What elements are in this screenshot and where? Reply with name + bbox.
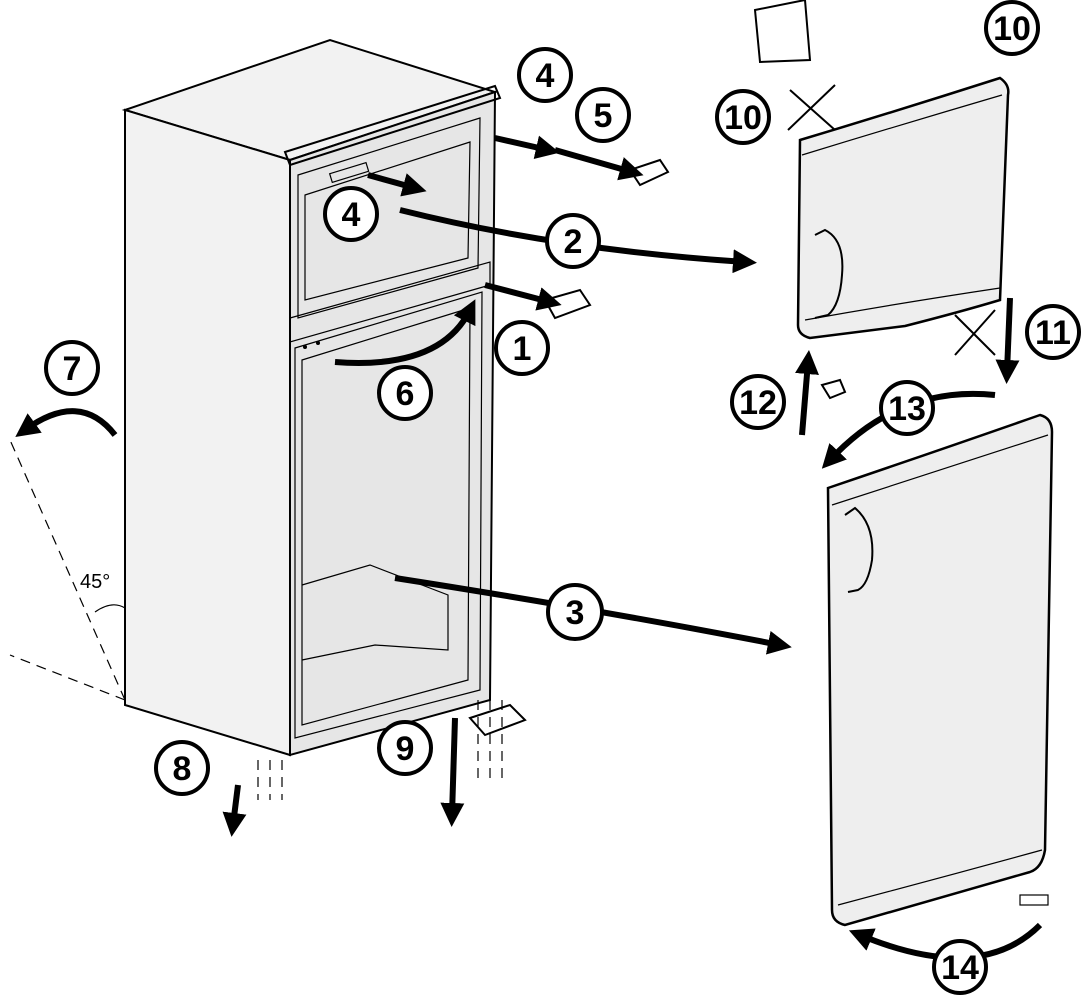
step-badge-3: 3 [546, 583, 604, 641]
lower-hinge-part [468, 703, 527, 737]
step-number: 14 [941, 949, 979, 987]
step-badge-7: 7 [44, 340, 100, 396]
angle-arc [94, 604, 126, 613]
cabinet-side [124, 108, 291, 757]
freezer-door-panel [796, 76, 1010, 340]
freezer-door-edge [801, 94, 1003, 156]
step-number: 4 [536, 57, 555, 95]
step-badge-4a: 4 [323, 186, 379, 242]
freezer-door [796, 76, 1010, 340]
fridge-door-panel [826, 413, 1054, 927]
fridge-door-handle [844, 506, 874, 593]
fridge-door [826, 413, 1054, 927]
hinge-pin-part [820, 378, 847, 400]
step-badge-14: 14 [932, 939, 988, 995]
hardware-parts [257, 0, 847, 800]
freezer-inner [304, 141, 471, 301]
fridge-door-bottom [837, 849, 1043, 906]
top-hinge-part [628, 158, 670, 187]
freezer-slot [328, 161, 370, 184]
tilt-line-upper [9, 439, 126, 701]
step-number: 10 [724, 99, 762, 137]
step-badge-2: 2 [545, 213, 601, 269]
bottom-hinge-part [1019, 894, 1049, 906]
cross-mark-side [954, 309, 996, 356]
step-number: 3 [566, 594, 585, 632]
step-number: 5 [594, 97, 613, 135]
tilt-line-lower [9, 654, 126, 701]
step-number: 10 [993, 10, 1031, 48]
hinge-hole [316, 341, 320, 345]
step-badge-10a: 10 [715, 89, 771, 145]
step-number: 13 [888, 390, 926, 428]
fridge-inner [301, 307, 471, 726]
step-number: 8 [173, 750, 192, 788]
step-badge-12: 12 [730, 374, 786, 430]
step-number: 2 [564, 223, 583, 261]
arrow-step-4b [494, 135, 560, 160]
arrow-step-1 [484, 282, 562, 311]
step-badge-9: 9 [377, 720, 433, 776]
tilt-guide: 45° [9, 439, 126, 701]
top-rail [283, 84, 502, 167]
step-badge-13: 13 [879, 380, 935, 436]
plug-inset [753, 0, 812, 64]
arrow-step-12 [795, 350, 819, 436]
step-number: 4 [342, 196, 361, 234]
arrow-step-9 [440, 717, 465, 827]
arrow-step-7 [15, 408, 118, 438]
step-badge-5: 5 [575, 87, 631, 143]
step-number: 7 [63, 350, 82, 388]
step-badge-8: 8 [154, 740, 210, 796]
fridge-cabinet [121, 38, 502, 757]
arrow-step-5 [554, 147, 644, 181]
step-number: 1 [513, 330, 532, 368]
freezer-opening [297, 117, 481, 319]
step-number: 11 [1035, 314, 1071, 352]
crossed-parts [787, 84, 996, 356]
hinge-hole [303, 345, 307, 349]
freezer-door-handle [814, 228, 844, 319]
step-badge-1: 1 [494, 320, 550, 376]
step-number: 12 [739, 384, 777, 422]
step-badge-4b: 4 [517, 47, 573, 103]
step-number: 9 [396, 730, 415, 768]
step-number: 6 [396, 375, 415, 413]
step-badge-11: 11 [1025, 304, 1081, 360]
crisper-drawer [301, 564, 449, 661]
fridge-opening [294, 291, 483, 739]
angle-label: 45° [80, 571, 110, 593]
arrow-step-11 [995, 297, 1020, 384]
arrow-step-4a [367, 172, 427, 197]
fridge-door-edge [831, 434, 1049, 506]
arrow-step-8 [222, 784, 247, 837]
step-badge-6: 6 [377, 365, 433, 421]
step-badges: 1 2 3 4 4 5 6 7 8 9 10 10 11 12 13 14 [44, 0, 1081, 995]
step-badge-10b: 10 [984, 0, 1040, 56]
arrow-step-6 [334, 299, 476, 366]
cross-mark-top [787, 84, 836, 131]
middle-hinge-part [543, 288, 592, 320]
